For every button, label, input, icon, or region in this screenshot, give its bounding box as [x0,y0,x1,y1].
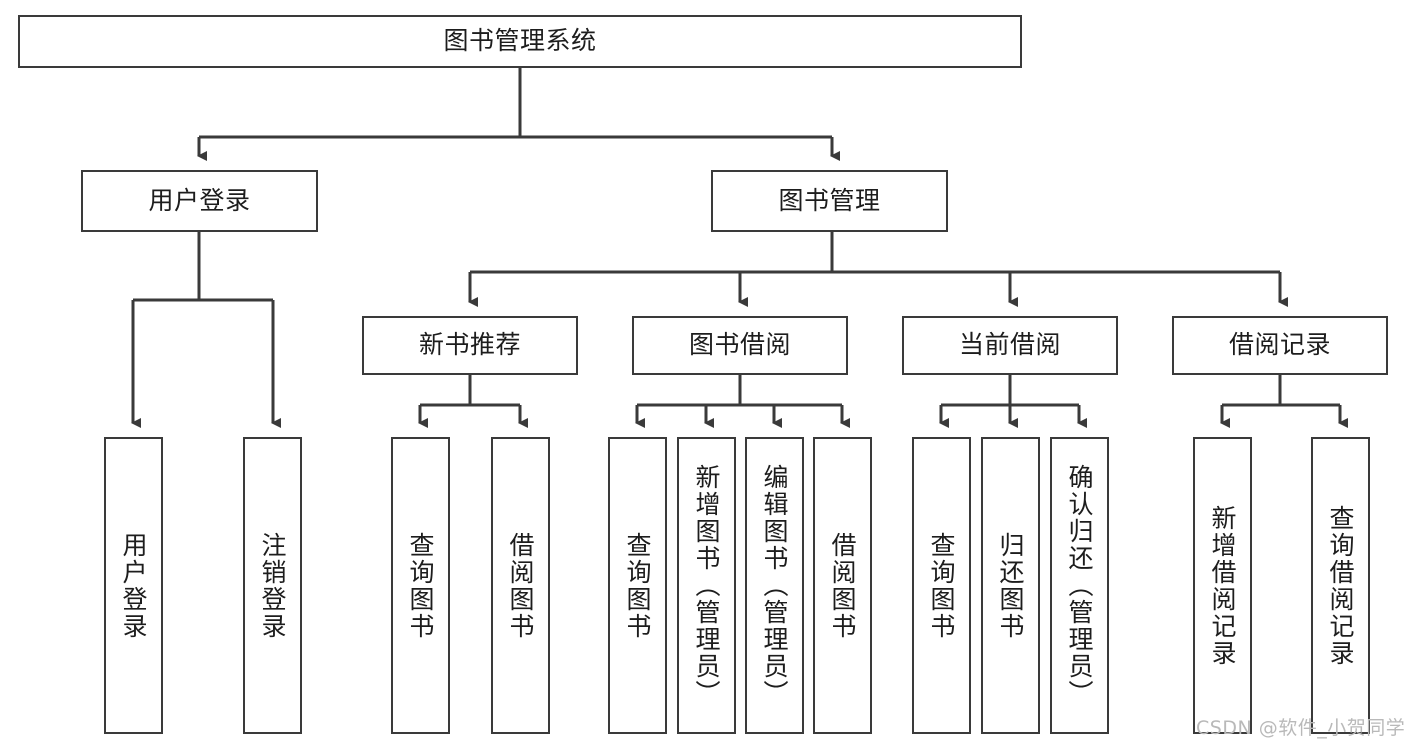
node-leaf-cb-query-book-label: 查询图书 [927,531,956,640]
node-leaf-cb-confirm-return-label: 确认归还（管理员） [1065,464,1094,707]
node-leaf-logout[interactable]: 注销登录 [243,437,302,734]
node-leaf-user-login[interactable]: 用户登录 [104,437,163,734]
node-book-borrow-label: 图书借阅 [688,330,791,360]
node-leaf-br-query-record-label: 查询借阅记录 [1326,504,1355,667]
node-book-borrow[interactable]: 图书借阅 [632,316,848,375]
node-leaf-bb-add-book[interactable]: 新增图书（管理员） [677,437,736,734]
node-leaf-cb-return-book-label: 归还图书 [996,531,1025,640]
node-borrow-record-label: 借阅记录 [1228,330,1331,360]
node-leaf-br-add-record-label: 新增借阅记录 [1208,504,1237,667]
node-leaf-cb-return-book[interactable]: 归还图书 [981,437,1040,734]
node-root-label: 图书管理系统 [443,26,597,56]
node-leaf-bb-borrow-book[interactable]: 借阅图书 [813,437,872,734]
node-leaf-nb-query-book-label: 查询图书 [406,531,435,640]
node-leaf-br-query-record[interactable]: 查询借阅记录 [1311,437,1370,734]
node-current-borrow[interactable]: 当前借阅 [902,316,1118,375]
node-leaf-user-login-label: 用户登录 [119,531,148,640]
node-leaf-bb-borrow-book-label: 借阅图书 [828,531,857,640]
node-leaf-br-add-record[interactable]: 新增借阅记录 [1193,437,1252,734]
node-new-book-recommend[interactable]: 新书推荐 [362,316,578,375]
node-leaf-bb-query-book[interactable]: 查询图书 [608,437,667,734]
node-leaf-bb-query-book-label: 查询图书 [623,531,652,640]
node-leaf-bb-edit-book[interactable]: 编辑图书（管理员） [745,437,804,734]
node-leaf-nb-borrow-book[interactable]: 借阅图书 [491,437,550,734]
node-new-book-recommend-label: 新书推荐 [418,330,521,360]
node-leaf-bb-add-book-label: 新增图书（管理员） [692,464,721,707]
node-user-login[interactable]: 用户登录 [81,170,318,232]
node-leaf-bb-edit-book-label: 编辑图书（管理员） [760,464,789,707]
node-current-borrow-label: 当前借阅 [958,330,1061,360]
node-leaf-cb-query-book[interactable]: 查询图书 [912,437,971,734]
node-leaf-logout-label: 注销登录 [258,531,287,640]
node-borrow-record[interactable]: 借阅记录 [1172,316,1388,375]
node-leaf-cb-confirm-return[interactable]: 确认归还（管理员） [1050,437,1109,734]
node-book-management-label: 图书管理 [778,185,881,215]
watermark-text: CSDN @软件_小贺同学 [1196,717,1405,739]
node-leaf-nb-query-book[interactable]: 查询图书 [391,437,450,734]
node-book-management[interactable]: 图书管理 [711,170,948,232]
node-root[interactable]: 图书管理系统 [18,15,1022,68]
node-leaf-nb-borrow-book-label: 借阅图书 [506,531,535,640]
node-user-login-label: 用户登录 [148,185,251,215]
